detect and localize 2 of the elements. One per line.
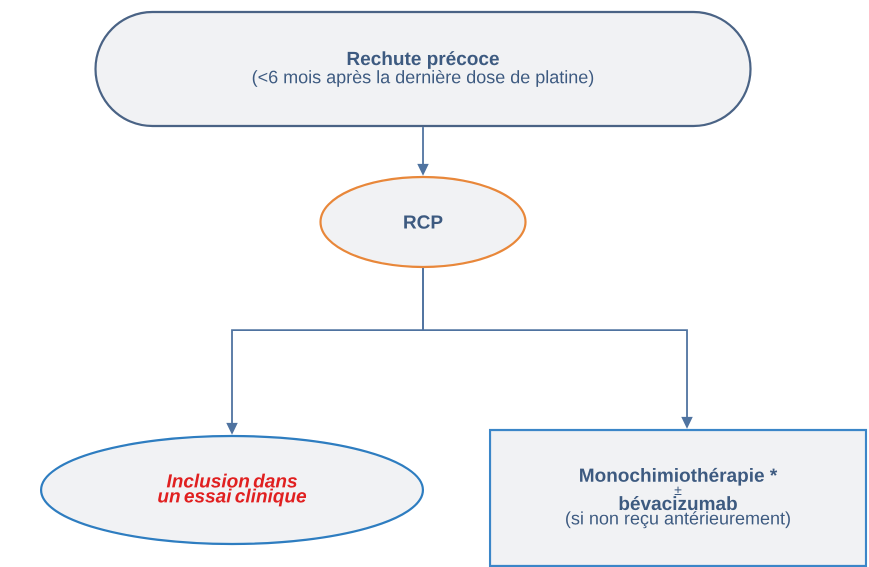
treatment-box: Monochimiothérapie * ± bévacizumab (si non reçu antérieurement) <box>488 428 868 567</box>
start-terminal: Rechute précoce (<6 mois après la dernière dose de platine) <box>94 10 752 128</box>
